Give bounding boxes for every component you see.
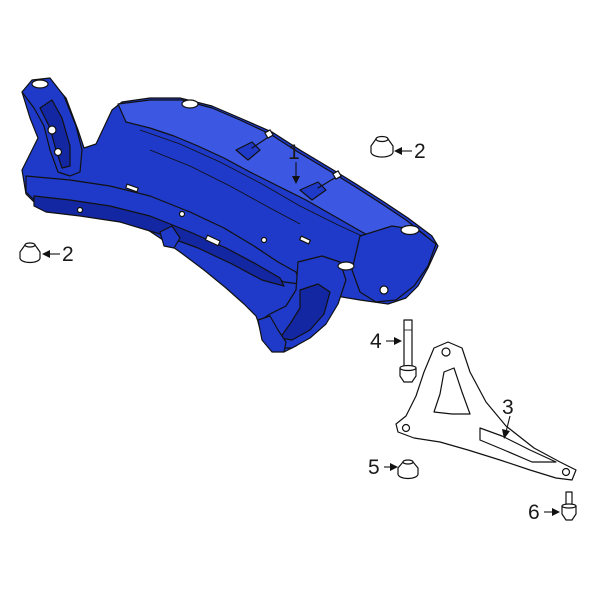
left-tower-mount-hole-2: [53, 147, 63, 157]
top-stud-right: [299, 170, 342, 201]
callout-4: 4: [370, 330, 382, 353]
plate-hole-2: [260, 236, 268, 244]
lower-leg-foot: [257, 315, 287, 353]
callout-2-left: 2: [62, 243, 74, 266]
leader-2-upper: [394, 147, 412, 155]
right-mount-hole: [379, 285, 389, 295]
plate-slot-3: [299, 235, 311, 245]
plate-hole-1: [178, 210, 186, 218]
leader-2-left: [42, 250, 60, 258]
flange-nut-upper-right[interactable]: [370, 135, 394, 158]
top-stud-left: [235, 129, 274, 161]
left-tower-bushing: [31, 79, 49, 89]
callout-1: 1: [288, 141, 300, 164]
callout-3: 3: [502, 396, 514, 419]
subframe-right-mount: [351, 225, 437, 303]
brace-right-hole: [561, 467, 571, 477]
brace-outline: [395, 341, 577, 481]
top-plate-ridge: [139, 129, 363, 237]
callout-5: 5: [368, 456, 380, 479]
brace-inner-cutout-lower: [479, 427, 557, 463]
leader-3: [502, 415, 511, 439]
top-plate-ridge-2: [149, 149, 301, 225]
lower-bracket: [159, 225, 181, 249]
flange-nut-lower[interactable]: [397, 459, 419, 480]
top-bushing-center: [181, 99, 199, 109]
brace-bracket[interactable]: [395, 341, 577, 481]
subframe-left-tower-inner: [39, 99, 71, 169]
leader-4: [386, 337, 402, 345]
leader-6: [544, 508, 560, 516]
callout-2-upper: 2: [414, 140, 426, 163]
plate-hole-3: [76, 206, 84, 214]
subframe-front-member-shadow: [33, 195, 285, 287]
subframe-assembly[interactable]: [21, 77, 439, 353]
leader-5: [384, 463, 398, 471]
short-bolt[interactable]: [561, 491, 577, 521]
plate-slot-2: [204, 234, 221, 247]
plate-slot-1: [125, 183, 139, 193]
subframe-lower-leg-shadow: [279, 283, 331, 341]
brace-top-hole: [441, 347, 451, 357]
left-tower-mount-hole: [47, 125, 57, 135]
brace-left-hole: [401, 423, 411, 433]
brace-inner-cutout-upper: [433, 367, 471, 415]
callout-6: 6: [528, 501, 540, 524]
flange-nut-left[interactable]: [19, 242, 41, 264]
right-mount-bushing: [400, 224, 420, 236]
lower-leg-bushing: [337, 261, 355, 271]
leader-1: [292, 162, 300, 184]
long-bolt[interactable]: [399, 319, 417, 383]
